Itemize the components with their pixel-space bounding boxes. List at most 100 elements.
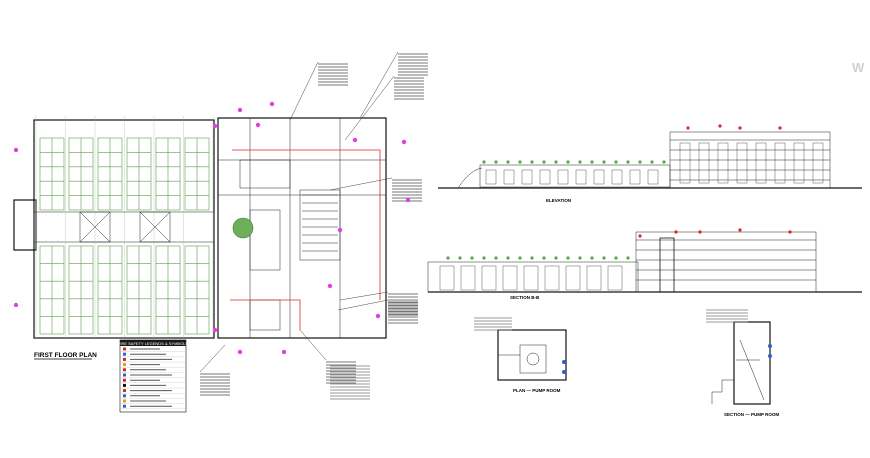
section-drawing [427,228,862,293]
fire-marker [237,107,243,113]
fire-marker [327,283,333,289]
legend-symbol [123,352,126,356]
podium-bay [575,169,587,185]
fire-marker [281,349,287,355]
tree [626,160,630,164]
elevation-floor-lines [485,139,830,185]
fire-marker [405,197,411,203]
fire-equipment-markers [13,101,411,355]
tree [506,160,510,164]
tree [650,160,654,164]
section-bay [565,265,581,291]
pump-room-notes [474,317,512,331]
leader-line [329,177,393,191]
lift-shaft [249,299,281,331]
fire-marker [255,122,261,128]
window-bay [812,142,824,184]
marker-dot [718,124,722,128]
grid-columns [35,116,214,340]
tree [446,256,450,260]
leader-line [299,329,327,361]
legend-symbol [123,357,126,361]
tree [542,256,546,260]
window-bay [755,142,767,184]
podium-bay [539,169,551,185]
tree [458,256,462,260]
tree [530,256,534,260]
podium-bay [557,169,569,185]
building-plan [199,51,428,396]
window-bay [679,142,691,184]
tree [638,160,642,164]
section-detail-outline [733,321,771,405]
section-bay [607,265,623,291]
window-bay [793,142,805,184]
pump-room-section-title: SECTION — PUMP ROOM [724,412,779,417]
section-bay [439,265,455,291]
elevation-trees [482,124,782,164]
tree [542,160,546,164]
tree [590,160,594,164]
legend-symbol [123,378,126,382]
tree [506,256,510,260]
legend-symbol [123,389,126,393]
marker-dot [738,126,742,130]
fire-marker [237,349,243,355]
fire-marker [212,123,218,129]
tree [602,256,606,260]
leader-line [199,344,226,373]
leader-line [359,51,399,119]
tree [494,256,498,260]
fire-line-branch [230,299,301,330]
section-title: SECTION B-B [510,295,540,300]
pump-room-plan-detail [474,317,567,381]
legend-symbol [123,394,126,398]
podium-bay [629,169,641,185]
tree [530,160,534,164]
leader-line [337,299,389,311]
elevation-podium [479,164,671,188]
section-trees [446,228,792,260]
fire-marker [375,313,381,319]
tree [590,256,594,260]
legend-box [119,339,187,413]
marker-dot [698,230,702,234]
section-bay [460,265,476,291]
legend-symbol [123,383,126,387]
window-bay [717,142,729,184]
leader-line [339,291,389,301]
core-crosses [79,211,171,243]
courtyard-planting [232,217,254,239]
marker-dot [638,234,642,238]
tree [482,160,486,164]
tree [494,160,498,164]
section-stair [659,237,675,293]
tree [566,160,570,164]
elevation-drawing [438,124,862,189]
section-bay [502,265,518,291]
podium-bay [593,169,605,185]
tree [482,256,486,260]
marker-dot [778,126,782,130]
marker-dot [674,230,678,234]
tree [662,160,666,164]
legend-symbol [123,373,126,377]
first-floor-plan [13,116,215,340]
fire-marker [269,101,275,107]
legend-heading: FIRE SAFETY LEGENDS & SYMBOLS [118,341,189,346]
tree [602,160,606,164]
tree [518,256,522,260]
fire-marker [337,227,343,233]
section-bays [439,237,816,293]
window-bay [774,142,786,184]
pump-room-plan-title: PLAN — PUMP ROOM [513,388,561,393]
pump-room-section-detail [706,309,772,405]
legend-symbol [123,404,126,408]
window-bay [736,142,748,184]
leader-line [344,75,395,141]
tree [578,160,582,164]
building-outline [217,117,387,339]
podium-bay [521,169,533,185]
legend-symbol [123,347,126,351]
